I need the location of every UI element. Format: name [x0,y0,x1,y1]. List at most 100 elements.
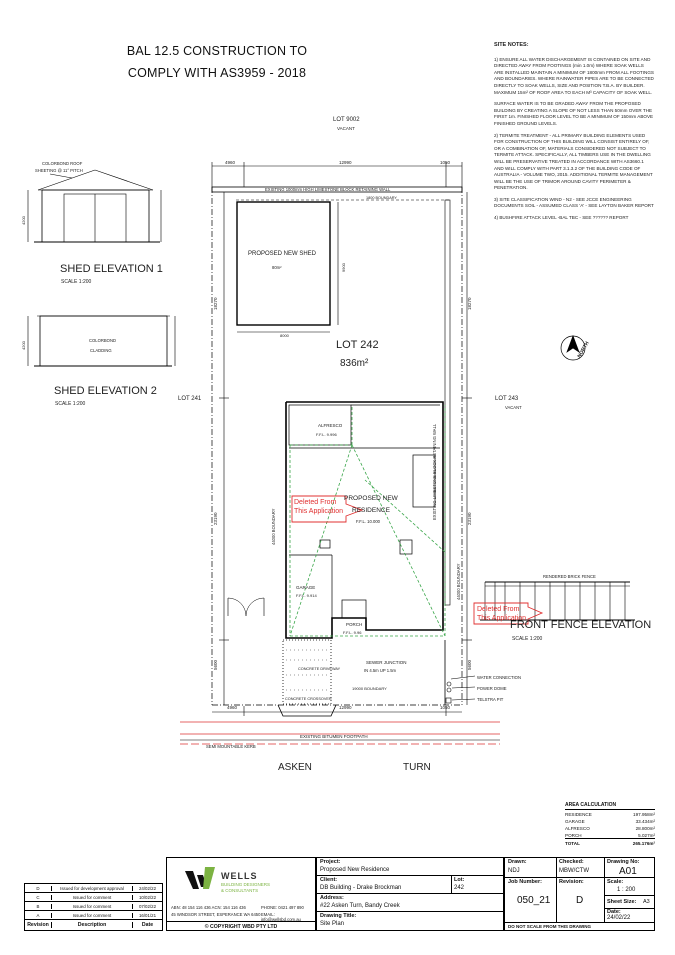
sewer-label: SEWER JUNCTION [366,660,407,665]
drawing-title-line2: COMPLY WITH AS3959 - 2018 [127,66,307,80]
front-fence-label: RENDERED BRICK FENCE [543,574,596,579]
dim-bottom-mid: 12990 [339,705,352,710]
checked-label: Checked: [559,859,584,865]
road-lines [180,721,500,745]
shed-elev2-dim: 4200 [21,340,26,350]
lot-243-label: LOT 243 [495,396,519,402]
dim-right-mid: 23190 [467,512,472,525]
porch-ffl: F.F.L. 9.96 [343,630,362,635]
shed-elevation-2 [27,315,176,367]
company-sub2: & CONSULTANTS [221,888,259,893]
dim-top-mid: 12990 [339,160,352,165]
lot-241-label: LOT 241 [178,396,202,402]
dim-right-lower: 5600 [467,659,472,670]
dim-right-upper: 18270 [467,297,472,310]
lot-value: 242 [454,885,465,891]
shed-plan [236,201,331,326]
revision-row: A Issued for comment 16/01/21 [25,911,162,920]
shed-elevation-1 [27,169,162,243]
vacant-label: VACANT [337,126,355,131]
residence-label-2: RESIDENCE [352,507,391,514]
client-label: Client: [320,877,338,883]
drawn-label: Drawn: [508,859,527,865]
deleted-note-1b: This Application [294,508,343,515]
kerb-label: SEMI MOUNTABLE KERB [206,744,256,749]
garage-ffl: F.F.L. 9.914 [296,593,317,598]
retaining-wall-top-label: EXISTING 1000mm HIGH LIMESTONE BLOCK RET… [265,187,391,192]
site-notes-heading: SITE NOTES: [494,42,529,48]
project-label: Project: [320,859,341,865]
site-note: 3) SITE CLASSIFICATION WIND - N2 - SEE J… [494,196,654,209]
site-note: 4) BUSHFIRE ATTACK LEVEL -BAL TBC - SEE … [494,215,629,221]
shed-area: 80m² [272,265,282,270]
retaining-wall-side-label: EXISTING LIMESTONE BLOCK RETAINING WALL [432,423,437,520]
revision-header: Revision Description Date [25,920,162,930]
residence-ffl: F.F.L. 10.000 [356,519,381,524]
deleted-note-2b: This Application [477,615,526,622]
do-not-scale-note: DO NOT SCALE FROM THIS DRAWING [508,924,591,929]
alfresco-label: ALFRESCO [318,423,343,428]
north-arrow-icon [560,335,586,361]
crossover-label: CONCRETE CROSSOVER [285,697,332,701]
date-value: 24/02/22 [607,915,631,921]
street-name-1: ASKEN [278,762,312,773]
dim-bottom-left: 4960 [227,705,238,710]
front-fence-title: FRONT FENCE ELEVATION [510,619,651,631]
shed-cladding-2: CLADDING [90,348,112,353]
revision-value: D [576,895,584,906]
deleted-note-1a: Deleted From [294,499,337,506]
deleted-markup [291,495,544,625]
site-plan-drawing: LOT 9002 VACANT 4960 12990 1050 EXISTING… [21,117,651,773]
site-note: 1) ENSURE ALL WATER DISCHARGEMENT IS CON… [494,56,654,95]
shed-elev1-scale: SCALE 1:200 [61,279,92,285]
revision-row: C Issued for comment 10/02/22 [25,893,162,902]
dim-top-left: 4960 [225,160,236,165]
address-value: #22 Asken Turn, Bandy Creek [320,903,400,909]
address-label: Address: [320,895,344,901]
project-value: Proposed New Residence [320,867,390,873]
date-label: Date: [607,909,621,915]
dim-shed-height: 9900 [341,262,346,272]
shed-roof-note-1: COLORBOND ROOF [42,161,83,166]
shed-label: PROPOSED NEW SHED [248,251,317,257]
vacant-243-label: VACANT [505,405,522,410]
job-number-value: 050_21 [517,895,551,906]
drawing-no-value: A01 [619,866,637,877]
area-heading: AREA CALCULATION [565,802,655,810]
footpath-label: EXISTING BITUMEN FOOTPATH [300,734,368,739]
power-dome-label: POWER DOME [477,686,507,691]
drawing-title-value: Site Plan [320,921,345,927]
drawn-value: NDJ [508,868,520,874]
sheet-size-label: Sheet Size: [607,899,637,905]
dim-bottom-right: 1050 [440,705,451,710]
site-note: SURFACE WATER IS TO BE GRADED AWAY FROM … [494,101,654,126]
alfresco-ffl: F.F.L. 9.996 [316,432,337,437]
company-abn: ABN: 48 154 116 436 ACN: 154 116 436 [171,905,246,910]
garage-label: GARAGE [296,585,315,590]
revision-table: D Issued for development approval 24/02/… [24,883,163,931]
company-block: WELLS BUILDING DESIGNERS & CONSULTANTS A… [166,857,316,931]
lot-boundary [211,187,463,706]
revision-label: Revision: [559,879,584,885]
front-fence-scale: SCALE 1:200 [512,636,543,642]
north-label: NORTH [577,340,591,359]
company-phone: PHONE: 0421 497 890 [261,905,304,910]
timber-boundary-label: 1800 BOUNDARY [366,196,397,200]
sewer-detail: IN 4.5m UP 1.5m [364,668,397,673]
sheet-size-value: A3 [643,899,650,905]
company-sub1: BUILDING DESIGNERS [221,882,271,887]
deleted-note-2a: Deleted From [477,606,520,613]
drawing-info-block: Drawn: NDJ Checked: MBW/CTW Drawing No: … [504,857,655,931]
lot-242-label: LOT 242 [336,339,379,351]
checked-value: MBW/CTW [559,868,589,874]
dim-left-lower: 5600 [213,659,218,670]
scale-label: Scale: [607,879,624,885]
front-fence-elevation [480,581,635,621]
lot-label: Lot: [454,877,465,883]
driveway [282,639,332,705]
